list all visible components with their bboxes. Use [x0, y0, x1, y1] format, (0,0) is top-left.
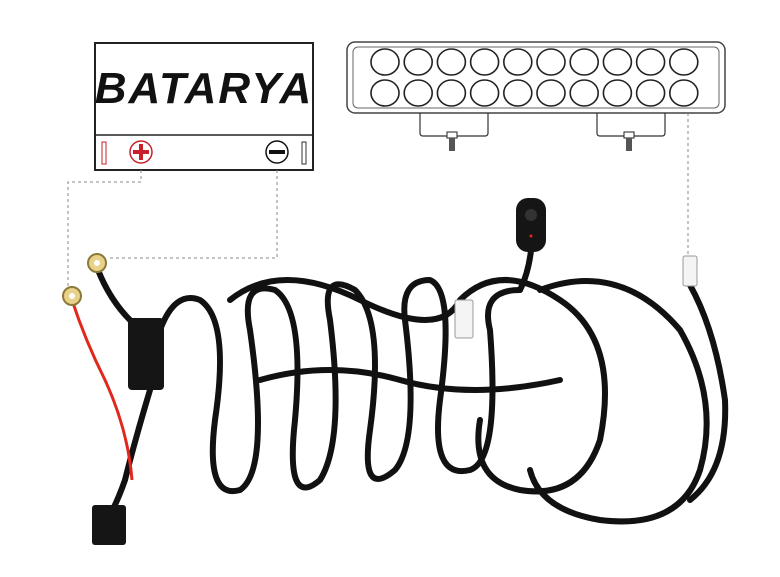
light-connector-icon [682, 255, 698, 287]
led-icon [635, 79, 666, 107]
led-icon [370, 79, 400, 107]
led-icon [436, 48, 467, 76]
led-icon [602, 79, 633, 107]
battery-label: BATARYA [95, 64, 314, 113]
white-connector-icon [454, 299, 474, 339]
led-light-bar [346, 41, 726, 151]
led-icon [668, 79, 699, 107]
mount-bolt-icon [623, 131, 635, 151]
led-icon [536, 79, 566, 107]
relay-icon [128, 318, 164, 390]
led-icon [502, 79, 533, 107]
led-icon [569, 48, 600, 76]
led-icon [403, 79, 434, 107]
ring-terminal-icon [62, 286, 82, 306]
led-icon [469, 79, 500, 107]
led-icon [536, 48, 566, 76]
led-icon [602, 48, 633, 76]
positive-terminal-icon [129, 140, 153, 164]
mount-bolt-icon [446, 131, 458, 151]
battery: BATARYA [94, 42, 314, 171]
led-icon [403, 48, 434, 76]
fuse-holder-icon [92, 505, 126, 545]
ring-terminal-icon [87, 253, 107, 273]
led-icon [469, 48, 500, 76]
led-icon [502, 48, 533, 76]
led-icon [436, 79, 467, 107]
positive-wire [70, 299, 134, 481]
connection-guides [67, 113, 689, 290]
led-icon [569, 79, 600, 107]
negative-terminal-icon [265, 140, 289, 164]
harness-cables [95, 237, 729, 525]
led-icon [635, 48, 666, 76]
led-icon [370, 48, 400, 76]
toggle-switch-icon [516, 198, 546, 252]
led-icon [668, 48, 699, 76]
